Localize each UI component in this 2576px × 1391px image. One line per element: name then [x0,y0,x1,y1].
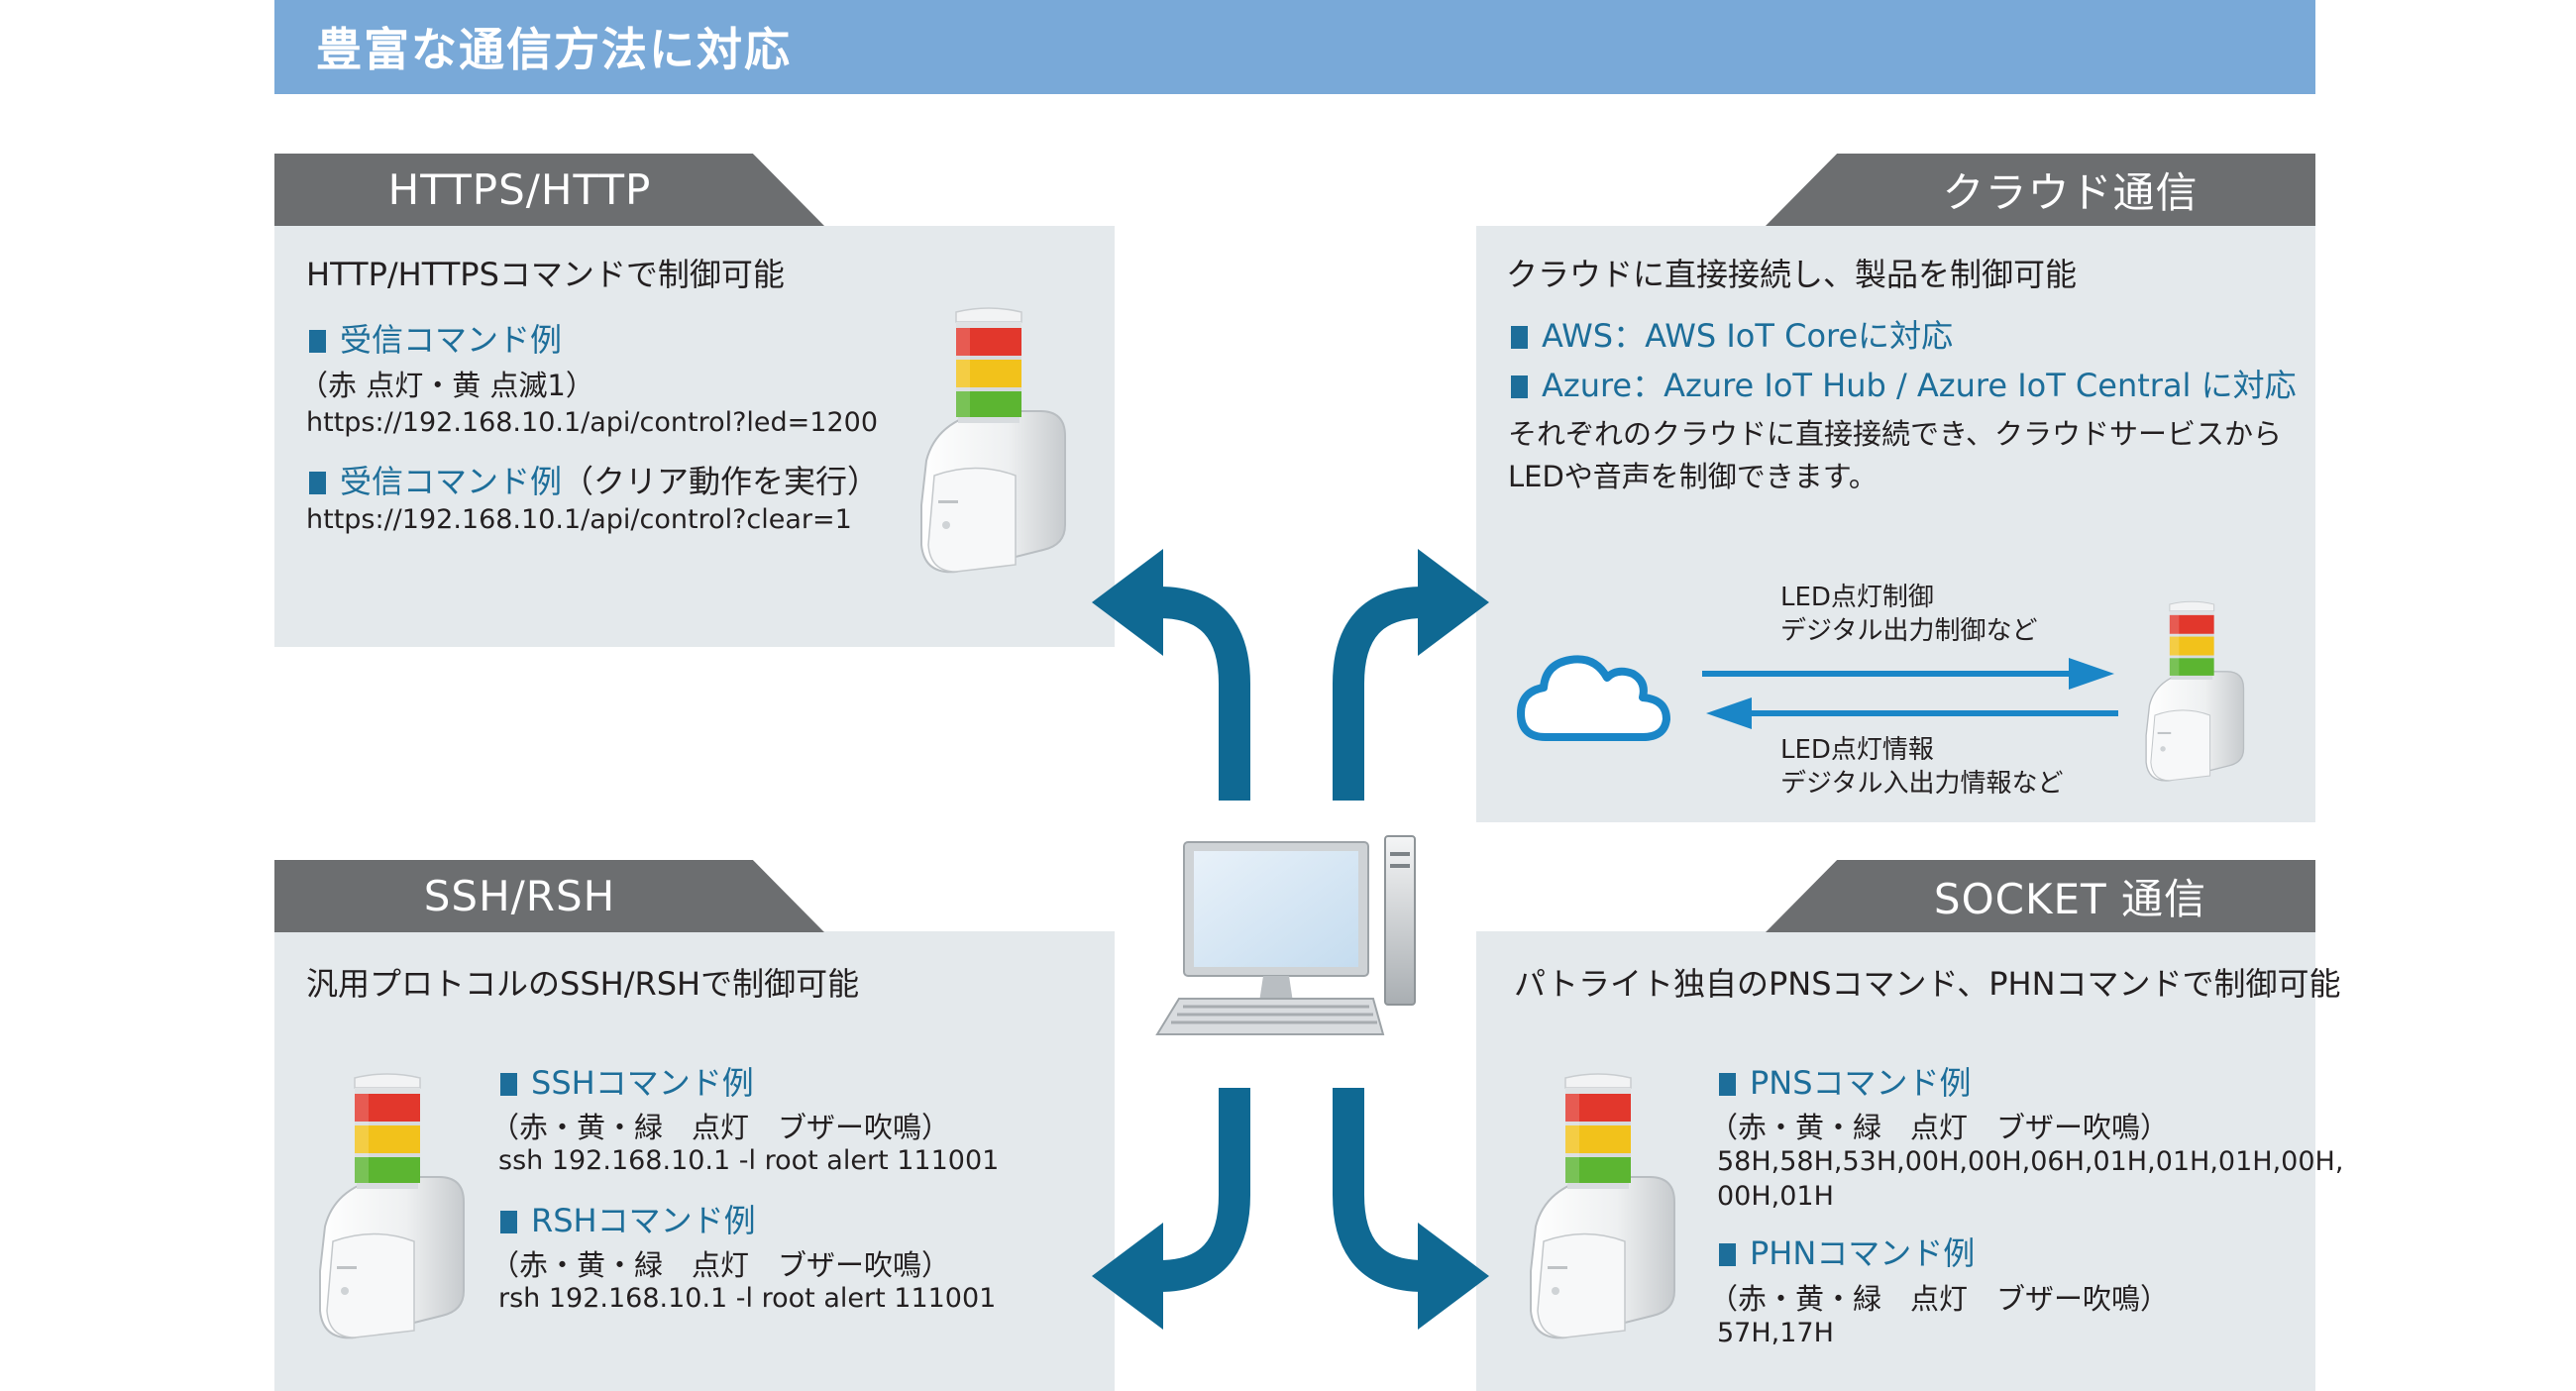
https-tab-label: HTTPS/HTTP [387,165,652,214]
banner-title: 豊富な通信方法に対応 [316,23,792,76]
cloud-desc-line2: LEDや音声を制御できます。 [1508,460,1878,493]
pns-heading: PNSコマンド例 [1719,1058,1972,1104]
socket-tab: SOCKET 通信 [1766,860,2315,932]
cloud-arrow-bottom-label-1: LED点灯情報 [1780,735,1934,765]
socket-tab-label: SOCKET 通信 [1933,875,2207,923]
cloud-icon [1517,655,1670,741]
arrow-to-socket-icon [1333,1088,1489,1330]
phn-note: （赤・黄・緑 点灯 ブザー吹鳴） [1709,1282,2170,1316]
ssh-intro: 汎用プロトコルのSSH/RSHで制御可能 [306,965,860,1003]
bullet-square-icon [1511,375,1528,398]
socket-intro: パトライト独自のPNSコマンド、PHNコマンドで制御可能 [1514,965,2341,1003]
ssh-heading: SSHコマンド例 [500,1058,754,1104]
signal-tower-icon [1530,1073,1675,1339]
pns-command-line1: 58H,58H,53H,00H,00H,06H,01H,01H,01H,00H, [1717,1146,2344,1177]
cloud-arrow-top-label-2: デジタル出力制御など [1780,616,2038,646]
arrow-to-ssh-icon [1092,1088,1250,1330]
bullet-square-icon [1719,1073,1736,1096]
rsh-command: rsh 192.168.10.1 -l root alert 111001 [498,1283,997,1314]
ssh-tab: SSH/RSH [274,860,824,932]
cloud-arrow-bottom-label-2: デジタル入出力情報など [1780,769,2064,799]
cloud-tab-label: クラウド通信 [1942,168,2199,217]
https-example1-url: https://192.168.10.1/api/control?led=120… [306,407,879,438]
rsh-heading: RSHコマンド例 [500,1196,756,1241]
bullet-square-icon [309,330,326,353]
cloud-intro: クラウドに直接接続し、製品を制御可能 [1506,256,2078,293]
cloud-azure: Azure：Azure IoT Hub / Azure IoT Central … [1511,361,2297,406]
ssh-note: （赤・黄・緑 点灯 ブザー吹鳴） [490,1111,951,1144]
phn-command: 57H,17H [1717,1318,1834,1348]
signal-tower-icon [319,1073,465,1339]
https-tab: HTTPS/HTTP [274,154,824,226]
https-example1-note: （赤 点灯・黄 点滅1） [299,369,594,402]
https-example2-heading: 受信コマンド例（クリア動作を実行） [309,457,879,502]
signal-tower-icon [2145,600,2245,782]
bullet-square-icon [500,1073,517,1096]
arrow-to-cloud-icon [1706,697,2118,729]
bullet-square-icon [1511,326,1528,349]
phn-heading: PHNコマンド例 [1719,1229,1975,1274]
rsh-note: （赤・黄・緑 点灯 ブザー吹鳴） [490,1248,951,1282]
ssh-command: ssh 192.168.10.1 -l root alert 111001 [498,1145,1000,1176]
https-example1-heading: 受信コマンド例 [309,315,562,361]
cloud-arrow-top-label-1: LED点灯制御 [1780,583,1934,612]
section-banner: 豊富な通信方法に対応 [274,0,2315,94]
ssh-tab-label: SSH/RSH [423,872,616,920]
cloud-desc-line1: それぞれのクラウドに直接接続でき、クラウドサービスから [1508,417,2282,451]
bullet-square-icon [1719,1243,1736,1266]
bullet-square-icon [309,472,326,494]
https-intro: HTTP/HTTPSコマンドで制御可能 [306,256,785,293]
bullet-square-icon [500,1211,517,1233]
arrow-to-device-icon [1702,658,2114,690]
arrow-to-cloud-panel-icon [1333,549,1489,801]
signal-tower-icon [920,307,1066,574]
arrow-to-https-icon [1092,549,1250,801]
pns-command-line2: 00H,01H [1717,1181,1834,1212]
cloud-aws: AWS：AWS IoT Coreに対応 [1511,311,1953,357]
pns-note: （赤・黄・緑 点灯 ブザー吹鳴） [1709,1111,2170,1144]
https-example2-url: https://192.168.10.1/api/control?clear=1 [306,504,852,535]
computer-icon [1155,835,1416,1035]
cloud-tab: クラウド通信 [1766,154,2315,226]
